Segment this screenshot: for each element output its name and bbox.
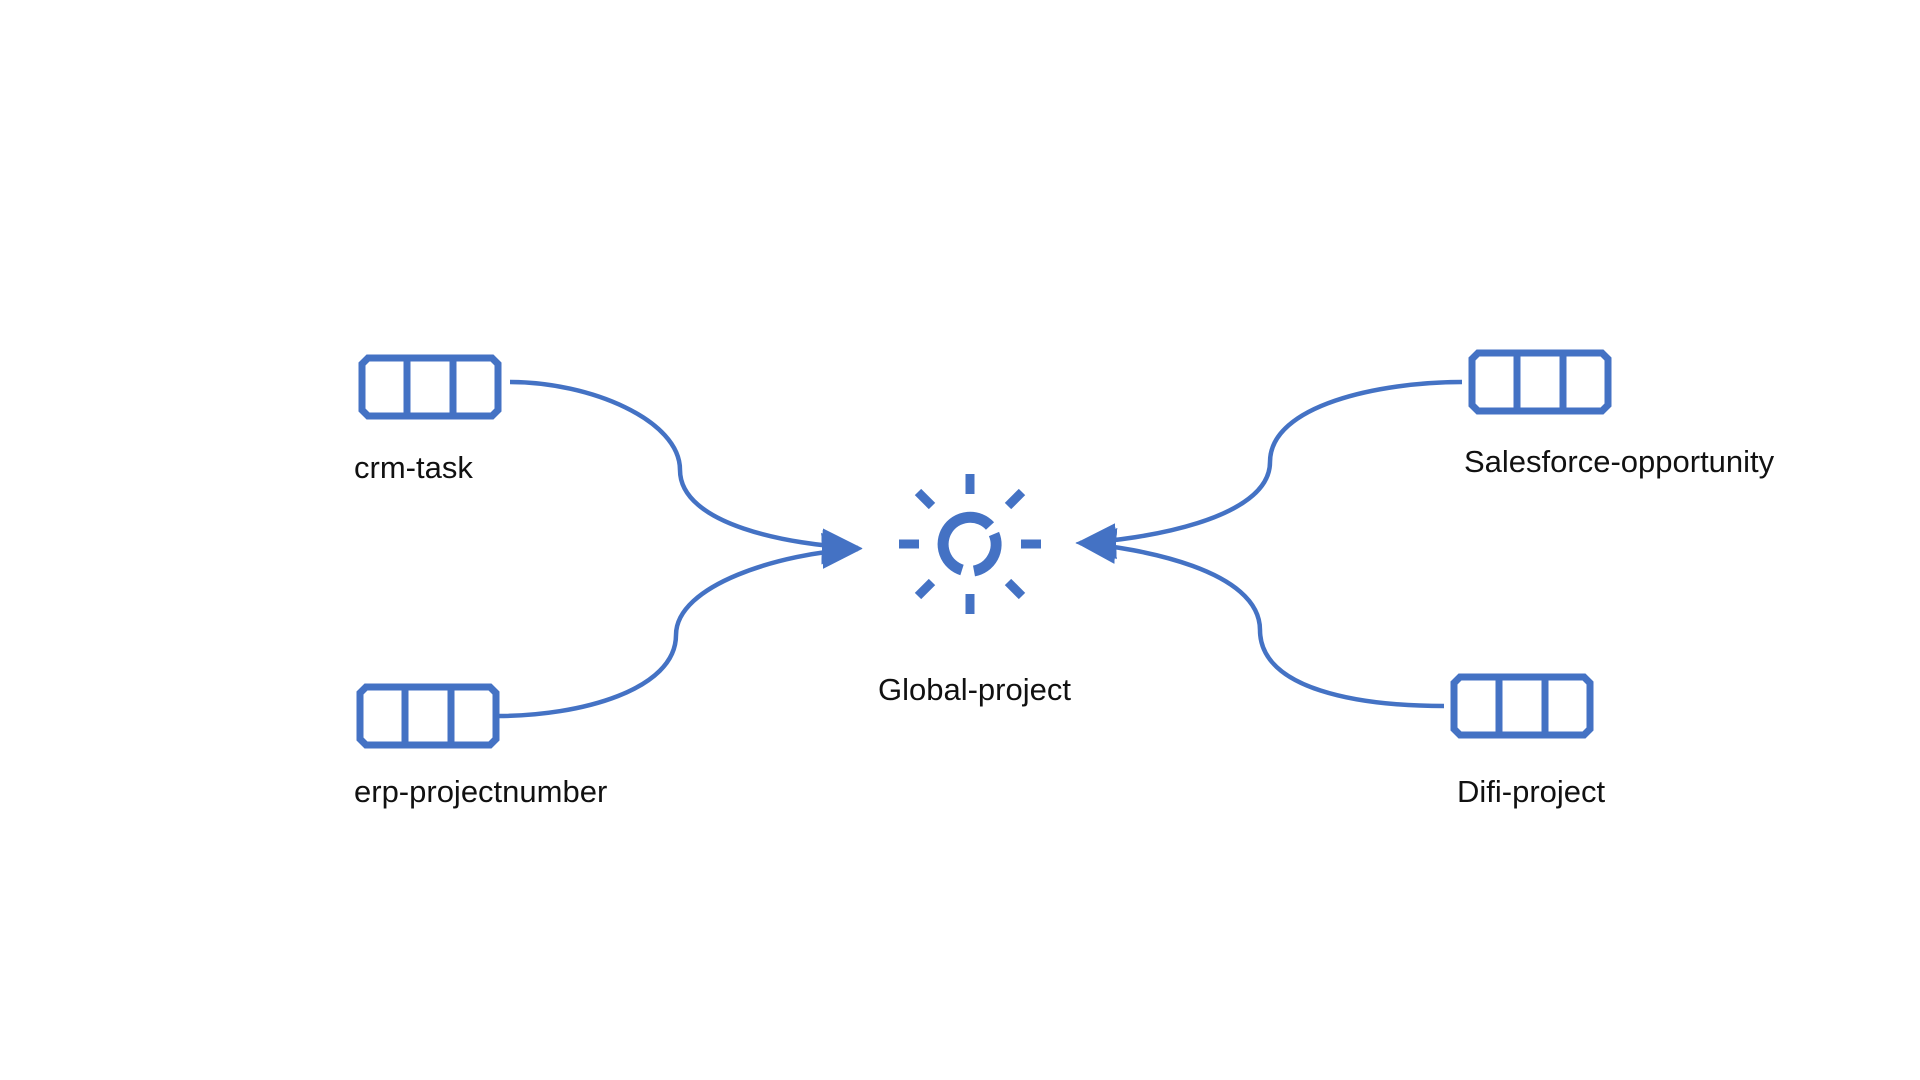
node-label-salesforce-opportunity: Salesforce-opportunity: [1464, 444, 1775, 479]
queue-icon: [1450, 673, 1594, 739]
node-label-erp-projectnumber: erp-projectnumber: [354, 774, 608, 809]
node-label-crm-task: crm-task: [354, 450, 473, 485]
hub-sun-icon: [899, 474, 1041, 614]
connector-crm-task: [509, 379, 863, 565]
queue-icon: [358, 354, 502, 420]
connector-difi-project: [1075, 528, 1445, 709]
node-label-difi-project: Difi-project: [1457, 774, 1606, 809]
queue-icon: [356, 683, 500, 749]
connector-salesforce-opportunity: [1075, 379, 1463, 560]
node-label-global-project: Global-project: [878, 672, 1071, 707]
queue-icon: [1468, 349, 1612, 415]
connector-erp-projectnumber: [497, 532, 863, 719]
